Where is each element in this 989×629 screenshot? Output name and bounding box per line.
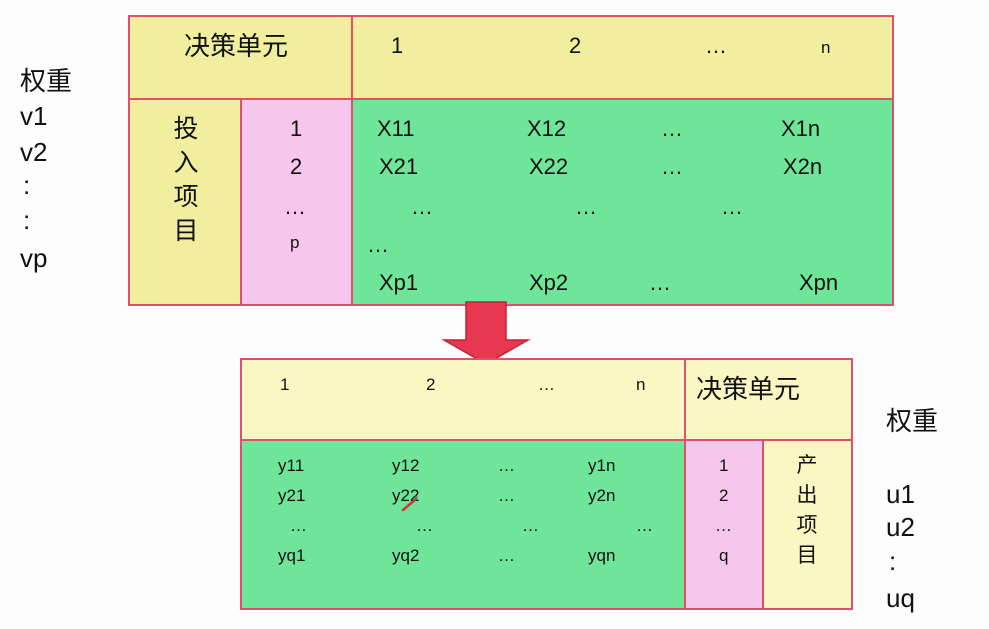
bottom-weight-item: : [889, 546, 897, 576]
top-weight-item: : [23, 170, 31, 200]
bottom-column-header: n [636, 375, 646, 394]
input-index-item: 2 [290, 154, 303, 179]
output-data-value: … [498, 546, 515, 565]
input-data-value: X12 [527, 116, 567, 141]
input-data-value: … [575, 194, 597, 219]
bottom-column-header: 2 [426, 375, 436, 394]
top-weight-item: : [23, 205, 31, 235]
bottom-header-label-cell: 决策单元 [684, 358, 853, 442]
output-index-item: 2 [719, 486, 729, 505]
output-data-cell: y11 y12 … y1n y21 y22 … y2n … … … … yq1 … [240, 439, 687, 610]
output-data-value: y21 [278, 486, 306, 505]
output-data-value: … [636, 516, 653, 535]
output-data-value: … [498, 486, 515, 505]
input-data-cell: X11 X12 … X1n X21 X22 … X2n … … … … Xp1 … [351, 98, 894, 306]
top-column-header: 2 [569, 33, 582, 58]
input-index-cell: 1 2 … p [240, 98, 354, 306]
down-arrow-icon [441, 301, 531, 365]
top-column-header-cell: 1 2 … n [351, 15, 894, 101]
input-index-item: p [290, 233, 300, 252]
output-data-value: y22 [392, 486, 420, 505]
output-data-value: … [290, 516, 307, 535]
output-data-value: … [522, 516, 539, 535]
output-index-cell: 1 2 … q [684, 439, 765, 610]
top-column-header: … [705, 33, 727, 58]
input-data-value: … [721, 194, 743, 219]
bottom-weight-item: u1 [886, 479, 915, 509]
input-data-value: X21 [379, 154, 419, 179]
input-index-item: 1 [290, 116, 303, 141]
bottom-weight-item: uq [886, 583, 915, 613]
top-column-header: 1 [391, 33, 404, 58]
top-header-label-cell: 决策单元 [128, 15, 354, 101]
output-index-item: … [715, 516, 732, 535]
top-header-label: 决策单元 [184, 31, 289, 61]
input-data-value: Xp2 [529, 270, 569, 295]
output-data-value: y2n [588, 486, 616, 505]
bottom-column-header: 1 [280, 375, 290, 394]
input-data-value: X2n [783, 154, 823, 179]
top-column-header: n [821, 38, 831, 57]
input-data-value: … [367, 232, 389, 257]
input-data-value: Xpn [799, 270, 839, 295]
input-index-item: … [284, 194, 306, 219]
input-items-label: 投 入 项 目 [173, 115, 199, 245]
input-data-value: X22 [529, 154, 569, 179]
bottom-column-header-cell: 1 2 … n [240, 358, 687, 442]
input-data-value: … [661, 116, 683, 141]
top-weight-item: v1 [20, 101, 48, 131]
output-index-item: q [719, 546, 729, 565]
bottom-header-label: 决策单元 [696, 374, 801, 404]
output-data-value: y12 [392, 456, 420, 475]
output-data-value: … [416, 516, 433, 535]
input-data-value: … [649, 270, 671, 295]
bottom-weight-item: u2 [886, 512, 915, 542]
bottom-column-header: … [538, 375, 555, 394]
output-data-value: y11 [278, 456, 305, 475]
input-data-value: X11 [377, 116, 415, 141]
input-data-value: … [411, 194, 433, 219]
top-weight-item: vp [20, 243, 48, 273]
input-data-value: Xp1 [379, 270, 419, 295]
input-data-value: … [661, 154, 683, 179]
output-index-item: 1 [719, 456, 729, 475]
output-data-value: yq2 [392, 546, 420, 565]
output-data-value: yq1 [278, 546, 306, 565]
output-data-value: yqn [588, 546, 616, 565]
input-items-label-cell: 投 入 项 目 [128, 98, 243, 306]
top-weights-title: 权重 [20, 66, 73, 96]
input-data-value: X1n [781, 116, 821, 141]
bottom-weights-title: 权重 [886, 406, 939, 436]
top-weight-item: v2 [20, 137, 48, 167]
pen-cursor-icon [401, 496, 418, 512]
output-items-label-cell: 产 出 项 目 [762, 439, 853, 610]
output-items-label: 产 出 项 目 [796, 454, 818, 567]
output-data-value: … [498, 456, 515, 475]
output-data-value: y1n [588, 456, 616, 475]
